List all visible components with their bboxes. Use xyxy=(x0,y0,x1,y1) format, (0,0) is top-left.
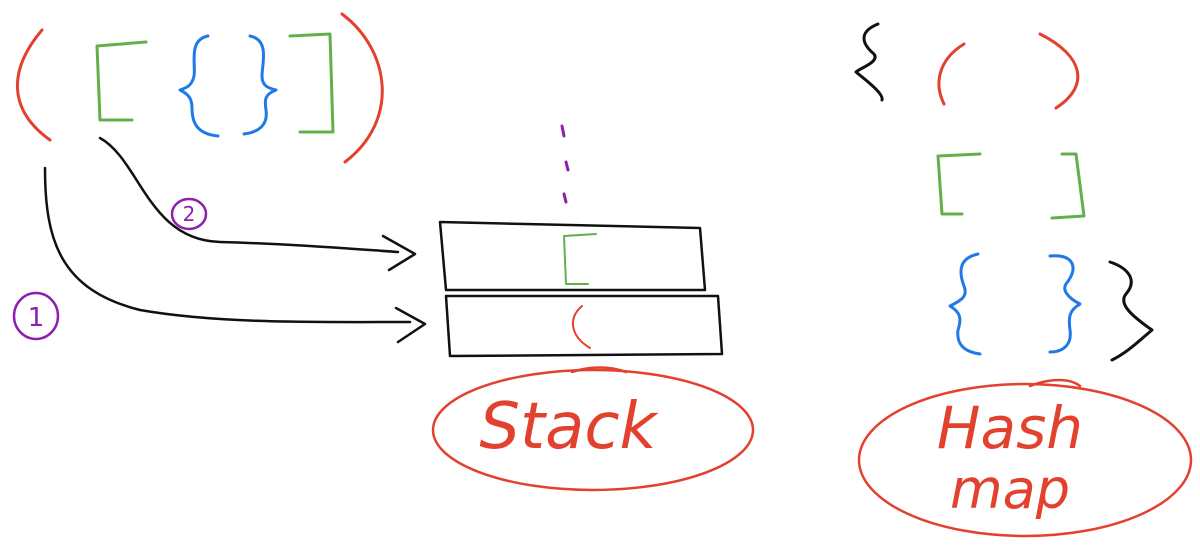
hashmap-pair-2-close-bracket xyxy=(1050,152,1086,220)
hashmap: Hash map xyxy=(854,22,1193,538)
stack-label-ellipse xyxy=(431,368,755,492)
step-2-label: 2 xyxy=(183,202,196,226)
step-1-label: 1 xyxy=(28,303,45,333)
stack-slot-bottom xyxy=(444,294,724,358)
input-open-paren-stroke xyxy=(15,28,52,142)
stack-item-open-paren xyxy=(572,305,591,349)
input-close-paren-stroke xyxy=(340,12,384,164)
step-2-circle xyxy=(170,197,208,231)
hashmap-pair-1-open-paren xyxy=(937,42,966,106)
arrow-step-1-head xyxy=(394,306,427,344)
step-markers: 1 2 xyxy=(12,197,208,341)
input-open-bracket-stroke xyxy=(95,40,148,122)
hashmap-pair-3-close-brace xyxy=(1048,254,1082,354)
input-open-brace-stroke xyxy=(178,34,220,138)
push-arrows xyxy=(43,136,427,344)
arrow-step-1 xyxy=(43,166,412,324)
input-close-bracket-stroke xyxy=(288,32,335,134)
stack-more-indicator xyxy=(560,124,570,204)
hashmap-close-brace xyxy=(1108,260,1154,362)
input-sequence xyxy=(15,12,384,164)
arrow-step-2-head xyxy=(381,234,417,272)
arrow-step-2 xyxy=(98,136,400,254)
stack-slot-top xyxy=(438,220,707,292)
step-1-circle xyxy=(12,291,60,341)
hashmap-pair-2-open-bracket xyxy=(936,152,982,216)
hashmap-pair-3-open-brace xyxy=(948,252,982,356)
hashmap-label-line-2: map xyxy=(950,458,1070,521)
hashmap-label-line-1: Hash xyxy=(937,394,1083,462)
hashmap-label-ellipse xyxy=(857,382,1193,538)
input-close-brace-stroke xyxy=(242,34,278,136)
stack-item-open-bracket xyxy=(563,233,597,285)
stack-label: Stack xyxy=(479,390,659,464)
stack: Stack xyxy=(431,124,755,492)
hashmap-pair-1-close-paren xyxy=(1038,32,1080,110)
hashmap-open-brace xyxy=(854,22,884,102)
